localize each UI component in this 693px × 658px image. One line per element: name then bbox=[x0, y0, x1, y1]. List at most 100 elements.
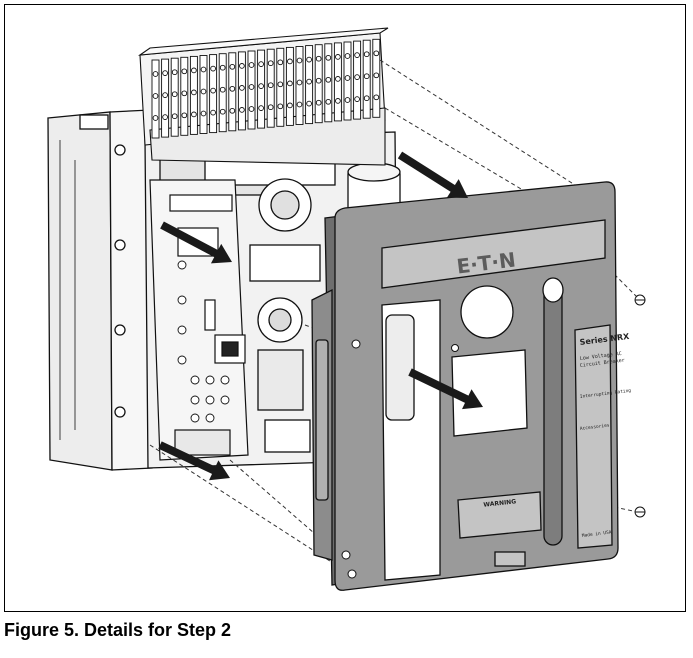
terminal-column bbox=[151, 59, 160, 139]
terminal-screw bbox=[373, 72, 380, 79]
terminal-screw bbox=[344, 75, 351, 81]
terminal-column bbox=[343, 41, 352, 121]
terminal-screw bbox=[152, 93, 159, 99]
terminal-screw bbox=[171, 91, 178, 98]
terminal-screw bbox=[354, 74, 360, 80]
terminal-screw bbox=[152, 115, 159, 121]
warning-title: WARNING bbox=[483, 498, 516, 508]
terminal-screw bbox=[191, 67, 197, 74]
terminal-screw bbox=[315, 55, 322, 62]
terminal-column bbox=[305, 45, 314, 125]
terminal-screw bbox=[248, 106, 255, 112]
terminal-screw bbox=[296, 57, 303, 64]
terminal-screw bbox=[306, 56, 312, 63]
secondary-terminal-block bbox=[137, 27, 389, 166]
terminal-column bbox=[324, 43, 333, 123]
loose-screws bbox=[634, 294, 646, 518]
figure-caption: Figure 5. Details for Step 2 bbox=[4, 620, 232, 640]
trip-dial bbox=[190, 413, 200, 423]
terminal-screw bbox=[181, 90, 188, 97]
terminal-screw bbox=[373, 50, 380, 57]
trip-dial bbox=[190, 395, 200, 405]
trip-dial bbox=[205, 395, 215, 405]
terminal-column bbox=[276, 47, 285, 127]
trip-dial bbox=[220, 395, 230, 405]
screw-icon bbox=[634, 294, 646, 306]
terminal-screw bbox=[267, 82, 274, 89]
trip-dial bbox=[190, 375, 200, 385]
terminal-column bbox=[372, 38, 381, 118]
terminal-screw bbox=[181, 112, 188, 119]
terminal-screw bbox=[191, 89, 197, 96]
terminal-screw bbox=[210, 109, 216, 116]
terminal-column bbox=[218, 53, 227, 133]
terminal-screw bbox=[325, 54, 332, 61]
terminal-screw bbox=[296, 101, 303, 108]
terminal-screw bbox=[162, 92, 168, 98]
screw-icon bbox=[634, 506, 646, 518]
terminal-screw bbox=[162, 114, 168, 120]
terminal-screw bbox=[306, 78, 312, 85]
trip-dial bbox=[205, 375, 215, 385]
terminal-screw bbox=[239, 63, 245, 69]
terminal-screw bbox=[200, 88, 207, 95]
terminal-screw bbox=[287, 80, 293, 87]
terminal-screw bbox=[315, 99, 322, 106]
terminal-screw bbox=[248, 84, 255, 90]
terminal-screw bbox=[315, 77, 322, 84]
terminal-column bbox=[189, 55, 198, 135]
terminal-column bbox=[257, 49, 266, 129]
terminal-column bbox=[228, 52, 237, 132]
terminal-screw bbox=[344, 97, 351, 103]
terminal-column bbox=[295, 46, 304, 125]
terminal-column bbox=[170, 57, 179, 137]
removal-direction-arrow bbox=[160, 221, 232, 264]
terminal-screw bbox=[239, 85, 245, 91]
terminal-column bbox=[199, 55, 208, 134]
breaker-exploded-diagram: E·T·N Series NRX Low Voltage AC Circuit … bbox=[47, 27, 646, 591]
terminal-column bbox=[247, 50, 256, 130]
trip-dial bbox=[205, 413, 215, 423]
removal-arrows bbox=[158, 151, 484, 481]
terminal-column bbox=[362, 39, 371, 119]
made-in-label: Made in USA bbox=[582, 529, 613, 539]
terminal-screw bbox=[325, 98, 332, 105]
terminal-screw bbox=[344, 53, 351, 59]
terminal-screw bbox=[325, 76, 332, 83]
voltage-line-1: Low Voltage AC bbox=[580, 351, 623, 362]
terminal-screw bbox=[363, 95, 370, 102]
terminal-screw bbox=[210, 87, 216, 94]
terminal-screw bbox=[229, 63, 236, 70]
terminal-screw bbox=[191, 111, 197, 118]
terminal-screw bbox=[171, 113, 178, 120]
terminal-screw bbox=[373, 94, 380, 101]
terminal-screw bbox=[219, 86, 226, 93]
trip-dial bbox=[177, 295, 187, 305]
terminal-screw bbox=[296, 79, 303, 86]
screw-icon bbox=[347, 569, 357, 579]
terminal-column bbox=[209, 54, 218, 134]
screw-icon bbox=[351, 339, 361, 349]
terminal-screw bbox=[229, 85, 236, 92]
terminal-screw bbox=[219, 108, 226, 115]
terminal-screw bbox=[287, 58, 293, 65]
terminal-screw bbox=[200, 66, 207, 73]
terminal-screw bbox=[152, 71, 159, 77]
terminal-screw bbox=[171, 69, 178, 76]
terminal-screw bbox=[267, 104, 274, 111]
cover-screws bbox=[341, 339, 459, 579]
front-cover bbox=[311, 181, 619, 591]
trip-dial bbox=[177, 355, 187, 365]
terminal-screw bbox=[258, 83, 264, 89]
terminal-screw bbox=[181, 68, 188, 75]
terminal-screw bbox=[267, 60, 274, 67]
removal-direction-arrow bbox=[158, 151, 484, 481]
trip-dial bbox=[220, 375, 230, 385]
terminal-screw bbox=[200, 110, 207, 117]
terminal-screw bbox=[306, 100, 312, 107]
terminal-column bbox=[180, 56, 189, 136]
removal-direction-arrow bbox=[397, 151, 468, 199]
terminal-screw bbox=[354, 52, 360, 58]
screw-icon bbox=[341, 550, 351, 560]
terminal-screw bbox=[363, 73, 370, 80]
